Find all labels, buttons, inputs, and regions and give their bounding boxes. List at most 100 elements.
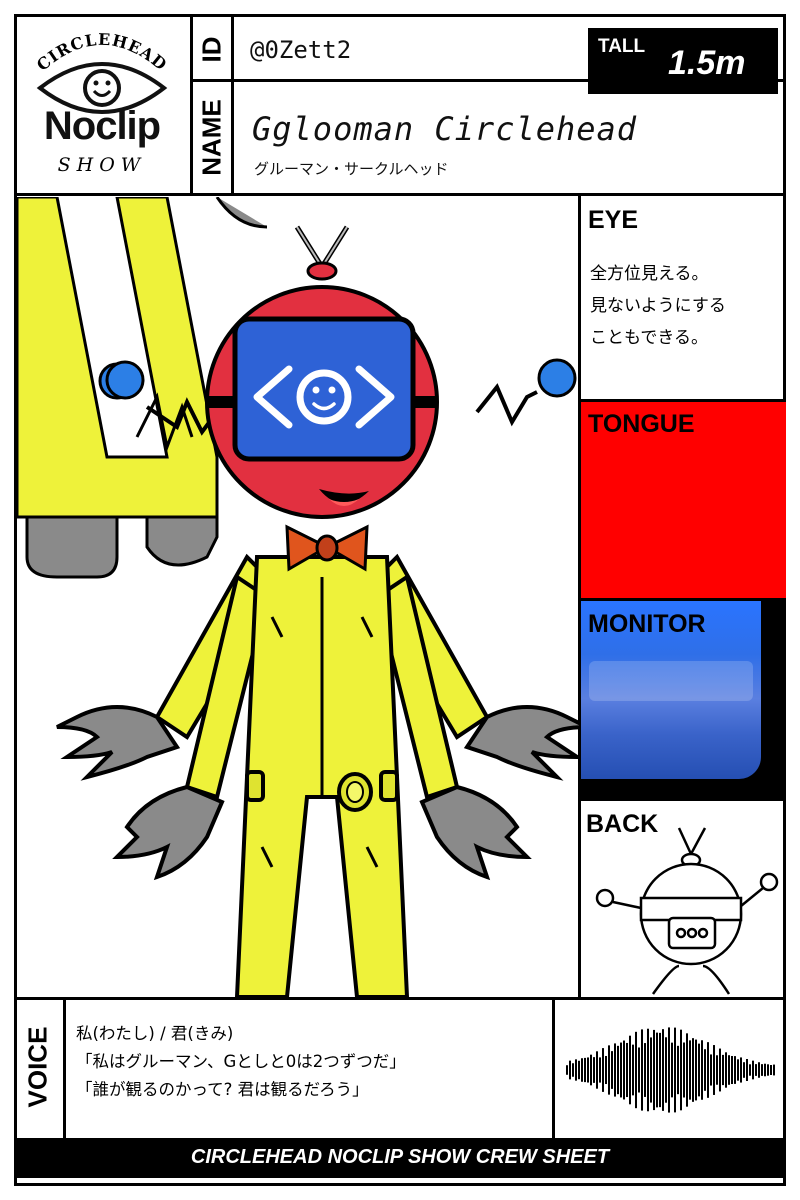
waveform-bar	[572, 1063, 574, 1077]
logo-divider	[190, 14, 193, 196]
logo-arc-text: CIRCLEHEAD	[33, 30, 170, 75]
waveform-bar	[716, 1055, 718, 1085]
tongue-bottom-divider	[578, 598, 786, 601]
waveform-bar	[584, 1057, 586, 1083]
tall-badge: TALL 1.5m	[588, 28, 778, 94]
name-value: Gglooman Circlehead	[252, 110, 638, 148]
eye-bottom-divider	[578, 399, 786, 402]
voice-top-divider	[14, 997, 786, 1000]
waveform-bar	[770, 1065, 772, 1075]
monitor-bottom-divider	[578, 798, 786, 801]
waveform-bar	[605, 1055, 607, 1085]
waveform-bar	[671, 1042, 673, 1098]
voice-wave-divider	[552, 1000, 555, 1138]
character-illustration	[17, 197, 579, 997]
waveform-bar	[647, 1028, 649, 1112]
waveform-bar	[737, 1059, 739, 1081]
logo-main-text: Noclip	[43, 104, 161, 148]
voice-lines: 私(わたし) / 君(きみ) 「私はグルーマン、Gとしと0は2つずつだ」 「誰が…	[76, 1020, 406, 1104]
id-name-divider	[190, 79, 786, 82]
antenna	[294, 225, 350, 281]
waveform-bar	[635, 1031, 637, 1109]
voice-line-3: 「誰が観るのかって? 君は観るだろう」	[76, 1080, 369, 1099]
waveform-bar	[728, 1055, 730, 1085]
waveform-bar	[632, 1044, 634, 1096]
tall-value: 1.5m	[668, 44, 746, 82]
waveform-bar	[614, 1043, 616, 1097]
waveform-bar	[704, 1049, 706, 1091]
tongue-title: TONGUE	[588, 410, 695, 438]
back-title: BACK	[586, 810, 659, 838]
eye-line-3: こともできる。	[590, 328, 708, 348]
eye-line-1: 全方位見える。	[590, 264, 709, 284]
waveform-bar	[731, 1055, 733, 1085]
waveform-bar	[680, 1029, 682, 1111]
waveform-bar	[740, 1057, 742, 1083]
waveform-bar	[596, 1051, 598, 1089]
waveform-bar	[656, 1032, 658, 1108]
waveform-bar	[698, 1043, 700, 1097]
screen-eye-icon	[253, 365, 395, 429]
waveform-bar	[587, 1057, 589, 1083]
waveform-bar	[719, 1048, 721, 1092]
logo-sub-text: SHOW	[57, 154, 147, 176]
waveform-bar	[749, 1064, 751, 1076]
waveform-bar	[608, 1045, 610, 1095]
waveform-bar	[668, 1027, 670, 1113]
monitor-title: MONITOR	[588, 610, 706, 638]
waveform-bar	[743, 1062, 745, 1078]
id-value: @0Zett2	[250, 36, 352, 64]
waveform-bar	[674, 1027, 676, 1113]
waveform-bar	[575, 1059, 577, 1081]
waveform-bar	[662, 1029, 664, 1111]
waveform-bar	[764, 1063, 766, 1077]
waveform-bar	[767, 1064, 769, 1076]
waveform-bar	[617, 1045, 619, 1095]
voice-label: VOICE	[22, 1026, 53, 1108]
waveform-bar	[677, 1045, 679, 1095]
head-side-sensors	[105, 358, 577, 436]
tongue-swatch	[581, 402, 786, 600]
waveform-bar	[734, 1056, 736, 1084]
waveform-bar	[602, 1048, 604, 1092]
waveform-bar	[581, 1058, 583, 1082]
tall-label: TALL	[598, 36, 646, 57]
footer-title: CIRCLEHEAD NOCLIP SHOW CREW SHEET	[190, 1146, 610, 1168]
waveform-bar	[590, 1054, 592, 1086]
label-divider	[231, 14, 234, 196]
waveform-bar	[659, 1032, 661, 1108]
waveform-bar	[599, 1057, 601, 1083]
waveform-bar	[629, 1035, 631, 1105]
waveform-bar	[650, 1037, 652, 1103]
waveform-bar	[710, 1054, 712, 1086]
waveform-bar	[713, 1045, 715, 1095]
footer-bar: CIRCLEHEAD NOCLIP SHOW CREW SHEET	[14, 1138, 786, 1178]
bow-tie	[285, 524, 369, 572]
right-column-divider	[578, 196, 581, 998]
waveform-bar	[725, 1052, 727, 1088]
waveform-bar	[641, 1029, 643, 1111]
waveform-bar	[623, 1040, 625, 1100]
show-logo: CIRCLEHEAD Noclip SHOW	[18, 22, 186, 188]
waveform-bar	[620, 1042, 622, 1098]
voice-label-divider	[63, 1000, 66, 1138]
waveform-bar	[578, 1060, 580, 1080]
waveform-bar	[653, 1029, 655, 1111]
logo-eye-icon	[36, 62, 168, 114]
name-kana: グルーマン・サークルヘッド	[254, 160, 449, 178]
waveform-bar	[758, 1062, 760, 1078]
eye-description: 全方位見える。 見ないようにする こともできる。	[590, 258, 726, 354]
waveform-bar	[686, 1033, 688, 1107]
back-view-drawing	[595, 827, 779, 995]
waveform-bar	[593, 1057, 595, 1083]
waveform-bar	[638, 1047, 640, 1093]
monitor-swatch	[581, 601, 761, 779]
eye-title: EYE	[588, 206, 639, 234]
waveform-bar	[665, 1037, 667, 1103]
voice-line-1: 私(わたし) / 君(きみ)	[76, 1024, 234, 1043]
waveform-bar	[755, 1064, 757, 1076]
monitor-shine	[589, 661, 753, 701]
eye-line-2: 見ないようにする	[590, 296, 726, 316]
waveform-bar	[761, 1064, 763, 1076]
waveform-bar	[644, 1043, 646, 1097]
